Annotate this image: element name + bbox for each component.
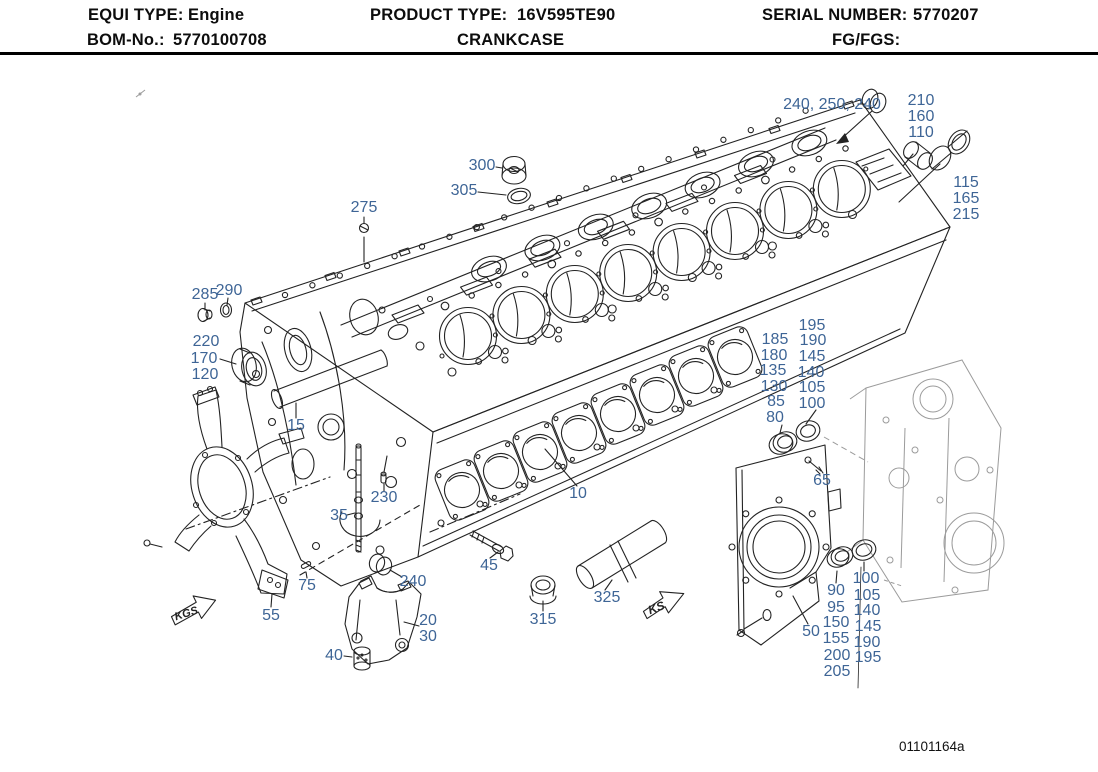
part-label[interactable]: 275 [350, 199, 378, 216]
part-label[interactable]: 185 [761, 331, 789, 348]
part-label[interactable]: 50 [802, 623, 820, 640]
part-label[interactable]: 220 [192, 333, 220, 350]
part-label[interactable]: 35 [330, 507, 348, 524]
part-label[interactable]: 195 [854, 649, 882, 666]
product-type-value: 16V595TE90 [517, 6, 616, 24]
header-divider [0, 52, 1098, 55]
part-label[interactable]: 190 [799, 332, 827, 349]
part-label[interactable]: 170 [190, 350, 218, 367]
part-label[interactable]: 210 [907, 92, 935, 109]
part-label[interactable]: 205 [823, 663, 851, 680]
kgs-flow-arrow: KGS [170, 595, 217, 626]
serial-number-value: 5770207 [913, 6, 979, 24]
part-label[interactable]: 305 [450, 182, 478, 199]
part-label[interactable]: 65 [813, 472, 831, 489]
part-label[interactable]: 240, 250, 240 [783, 96, 881, 113]
part-label[interactable]: 30 [419, 628, 437, 645]
part-label[interactable]: 10 [569, 485, 587, 502]
part-label[interactable]: 150 [822, 614, 850, 631]
part-label[interactable]: 75 [298, 577, 316, 594]
part-label[interactable]: 190 [853, 634, 881, 651]
part-label[interactable]: 160 [907, 108, 935, 125]
part-label[interactable]: 105 [853, 587, 881, 604]
part-label[interactable]: 40 [325, 647, 343, 664]
part-label[interactable]: 145 [798, 348, 826, 365]
part-label[interactable]: 180 [760, 347, 788, 364]
part-label[interactable]: 195 [798, 317, 826, 334]
part-label[interactable]: 300 [468, 157, 496, 174]
ks-label: KS [646, 598, 666, 617]
part-label[interactable]: 240 [399, 573, 427, 590]
part-label[interactable]: 100 [798, 395, 826, 412]
product-name: CRANKCASE [457, 31, 565, 49]
part-label[interactable]: 165 [952, 190, 980, 207]
part-label[interactable]: 105 [798, 379, 826, 396]
part-label[interactable]: 55 [262, 607, 280, 624]
faint-gear-end-drawing [135, 89, 1005, 603]
mount-bracket-drawing [143, 385, 305, 599]
part-label[interactable]: 110 [908, 124, 934, 141]
product-type-label: PRODUCT TYPE: [370, 6, 508, 24]
bom-no-label: BOM-No.: [87, 31, 165, 49]
part-label[interactable]: 115 [953, 174, 979, 191]
part-label[interactable]: 230 [370, 489, 398, 506]
part-label[interactable]: 15 [287, 417, 305, 434]
leader-lines [185, 103, 941, 689]
part-label[interactable]: 80 [766, 409, 784, 426]
part-label[interactable]: 45 [480, 557, 498, 574]
part-label[interactable]: 100 [852, 570, 880, 587]
part-label[interactable]: 135 [759, 362, 787, 379]
part-label[interactable]: 20 [419, 612, 437, 629]
part-label[interactable]: 145 [854, 618, 882, 635]
rear-cover-plate-drawing [728, 444, 842, 646]
small-parts-drawings [197, 88, 971, 671]
part-label[interactable]: 140 [797, 364, 825, 381]
equi-type-value: Engine [188, 6, 245, 24]
part-label[interactable]: 290 [215, 282, 243, 299]
part-label[interactable]: 85 [767, 393, 785, 410]
part-label[interactable]: 120 [191, 366, 219, 383]
part-label[interactable]: 90 [827, 582, 845, 599]
kgs-label: KGS [173, 604, 200, 623]
crankcase-block-drawing [239, 99, 951, 587]
serial-number-label: SERIAL NUMBER: [762, 6, 908, 24]
part-label[interactable]: 130 [760, 378, 788, 395]
part-label[interactable]: 285 [191, 286, 219, 303]
ks-flow-arrow: KS [642, 591, 685, 620]
fg-fgs-label: FG/FGS: [832, 31, 901, 49]
part-label[interactable]: 95 [827, 599, 845, 616]
part-label[interactable]: 140 [853, 602, 881, 619]
bearing-cap-drawing [344, 575, 422, 665]
equi-type-label: EQUI TYPE: [88, 6, 184, 24]
drawing-number: 01101164a [899, 739, 965, 754]
part-label[interactable]: 215 [952, 206, 980, 223]
bom-no-value: 5770100708 [173, 31, 267, 49]
part-label[interactable]: 155 [822, 630, 850, 647]
part-label[interactable]: 315 [529, 611, 557, 628]
part-label[interactable]: 325 [593, 589, 621, 606]
part-label[interactable]: 200 [823, 647, 851, 664]
